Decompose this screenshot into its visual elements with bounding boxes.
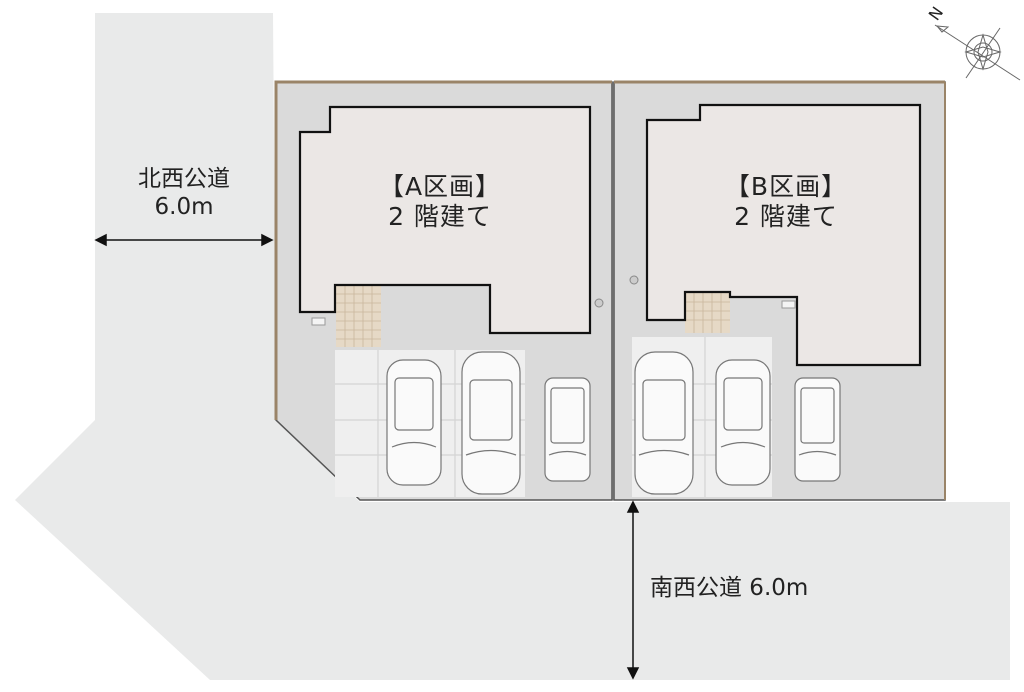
lot-b-label: 【B区画】 2 階建て bbox=[686, 172, 886, 232]
car-icon bbox=[794, 377, 841, 482]
nw-road-label: 北西公道 6.0m bbox=[95, 166, 273, 221]
entrance-tiles-a bbox=[336, 285, 381, 347]
entrance-tiles-b bbox=[685, 293, 730, 333]
mailbox-icon bbox=[781, 300, 796, 309]
meter-icon bbox=[629, 275, 639, 285]
nw-road-width: 6.0m bbox=[154, 193, 214, 220]
road-width-arrow-sw bbox=[626, 500, 640, 680]
mailbox-icon bbox=[311, 317, 326, 326]
lot-a-name: 【A区画】 bbox=[378, 172, 502, 201]
lot-a-label: 【A区画】 2 階建て bbox=[340, 172, 540, 232]
lot-a-type: 2 階建て bbox=[388, 202, 492, 231]
lot-b-type: 2 階建て bbox=[734, 202, 838, 231]
lot-b-name: 【B区画】 bbox=[724, 172, 848, 201]
cars bbox=[386, 351, 841, 495]
car-icon bbox=[386, 359, 442, 486]
car-icon bbox=[461, 351, 521, 495]
nw-road-name: 北西公道 bbox=[138, 166, 230, 192]
road-width-arrow-nw bbox=[94, 233, 274, 247]
road-area bbox=[15, 13, 1010, 680]
car-icon bbox=[634, 351, 694, 495]
sw-road-label: 南西公道 6.0m bbox=[650, 575, 809, 601]
car-icon bbox=[715, 359, 771, 486]
house-a bbox=[298, 105, 592, 335]
house-b bbox=[645, 103, 922, 367]
compass-icon bbox=[934, 24, 1021, 81]
car-icon bbox=[544, 377, 591, 482]
meter-icon bbox=[594, 298, 604, 308]
